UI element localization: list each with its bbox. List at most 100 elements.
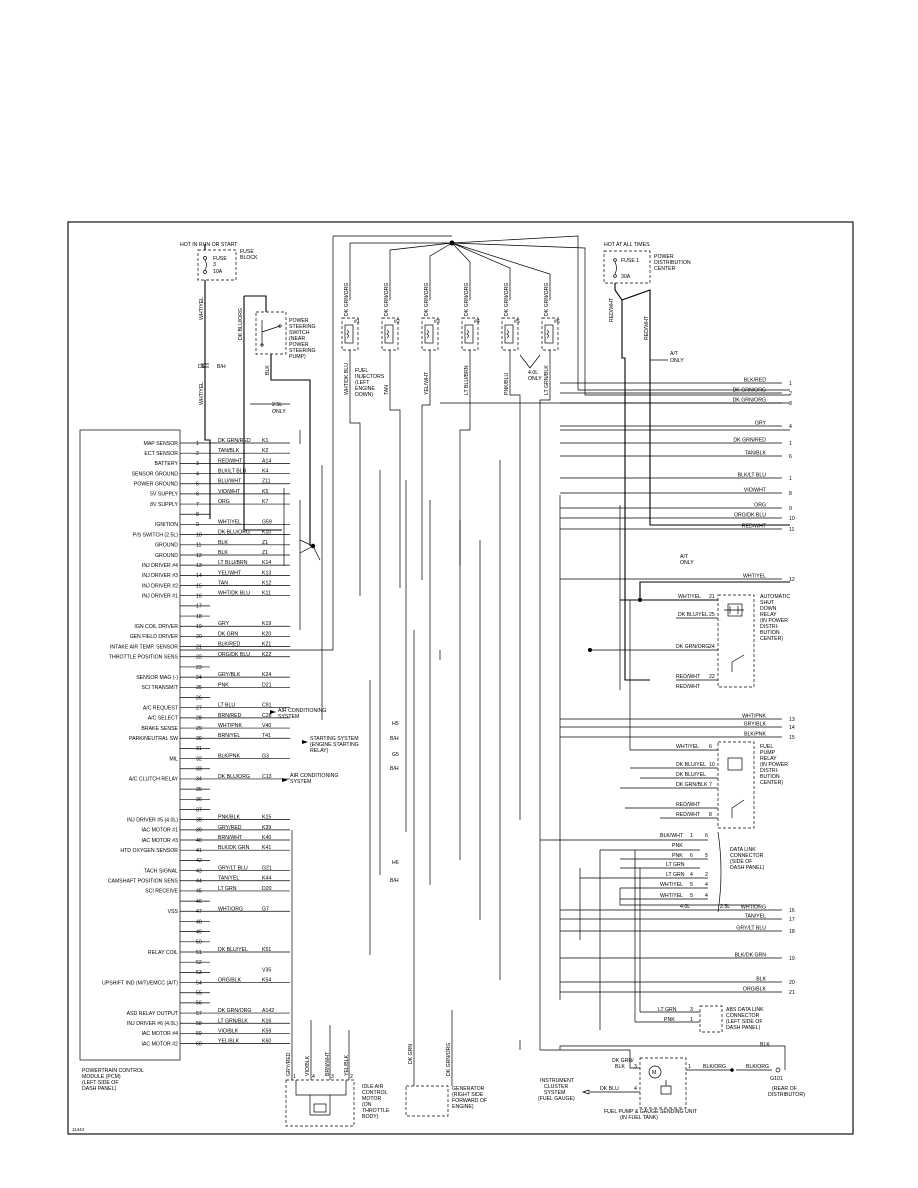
svg-text:RELAY): RELAY) — [310, 748, 329, 754]
svg-text:(IN FUEL TANK): (IN FUEL TANK) — [620, 1115, 658, 1121]
svg-text:SYSTEM: SYSTEM — [290, 779, 311, 785]
pcm-pin-number: 31 — [196, 746, 202, 752]
svg-text:3: 3 — [213, 262, 216, 268]
svg-text:WHT/YEL: WHT/YEL — [660, 893, 683, 899]
pcm-pin-circuit: G3 — [262, 754, 269, 760]
pcm-pin-number: 25 — [196, 685, 202, 691]
pcm-pin-number: 56 — [196, 1001, 202, 1007]
pcm-pin-wire: BLK/PNK — [218, 754, 240, 760]
svg-text:DK BLU/YEL: DK BLU/YEL — [678, 612, 708, 618]
svg-text:FUSE: FUSE — [240, 249, 254, 255]
svg-text:PUMP): PUMP) — [289, 354, 306, 360]
svg-text:4: 4 — [705, 882, 708, 888]
svg-text:8: 8 — [709, 812, 712, 818]
svg-text:DK BLU/YEL: DK BLU/YEL — [676, 772, 706, 778]
pcm-pin-row: 48 — [180, 919, 210, 925]
svg-text:IDLE AIR: IDLE AIR — [362, 1084, 384, 1090]
pcm-pin-number: 11 — [196, 543, 201, 549]
svg-text:DISTRIBUTOR): DISTRIBUTOR) — [768, 1092, 805, 1098]
right-edge-number: 11 — [789, 527, 794, 533]
pcm-pin-circuit: K12 — [262, 581, 271, 587]
pcm-pin-name: INTAKE AIR TEMP. SENSOR — [110, 644, 178, 650]
at-only-top-b: ONLY — [670, 358, 684, 364]
pcm-pin-name: THROTTLE POSITION SENS — [109, 655, 179, 661]
pcm-pin-name: INJ DRIVER #6 (4.0L) — [127, 1021, 178, 1027]
pcm-pin-name: SENSOR GROUND — [132, 471, 179, 477]
svg-text:LT GRN: LT GRN — [666, 862, 685, 868]
svg-text:3: 3 — [690, 1007, 693, 1013]
svg-text:2: 2 — [350, 1074, 353, 1080]
pcm-pin-number: 55 — [196, 991, 202, 997]
pcm-pin-number: 36 — [196, 797, 202, 803]
svg-text:DK BLU/YEL: DK BLU/YEL — [676, 762, 706, 768]
right-edge-number: 1 — [789, 441, 792, 447]
svg-text:ONLY: ONLY — [680, 560, 694, 566]
right-edge-wire: WHT/YEL — [743, 574, 766, 580]
pcm-pin-wire: BRN/RED — [218, 713, 242, 719]
svg-text:DK GRN/BLK: DK GRN/BLK — [676, 782, 708, 788]
svg-text:4: 4 — [634, 1086, 637, 1092]
right-edge-number: 10 — [789, 516, 795, 522]
pcm-pin-number: 2 — [196, 451, 199, 457]
mid-section: H5 G5 B/H B/H H6 B/H AIR CONDITIONING SY… — [270, 708, 399, 884]
svg-text:PNK: PNK — [664, 1017, 675, 1023]
pcm-pin-wire: LT GRN/BLK — [218, 1018, 248, 1024]
svg-text:POWER: POWER — [654, 254, 674, 260]
pcm-pin-number: 43 — [196, 868, 202, 874]
svg-text:M: M — [652, 1070, 656, 1076]
wire-label-whtyel-top: WHT/YEL — [199, 297, 205, 320]
pcm-pin-number: 19 — [196, 624, 202, 630]
splice-h6: H6 — [392, 860, 399, 866]
svg-text:WHT/YEL: WHT/YEL — [660, 882, 683, 888]
svg-text:RED/WHT: RED/WHT — [676, 684, 701, 690]
right-edge-number: 13 — [789, 717, 795, 723]
right-edge-wire: ORG/BLK — [743, 987, 767, 993]
pcm-pin-name: IGN COIL DRIVER — [134, 624, 178, 630]
right-edge-number: 8 — [789, 491, 792, 497]
pcm-pin-number: 58 — [196, 1021, 202, 1027]
l40-only-a: 4.0L — [528, 370, 538, 376]
svg-text:DISTRI-: DISTRI- — [760, 624, 779, 630]
svg-text:(RIGHT SIDE: (RIGHT SIDE — [452, 1092, 484, 1098]
svg-text:FUEL PUMP & GAUGE SENDING UNIT: FUEL PUMP & GAUGE SENDING UNIT — [604, 1109, 698, 1115]
svg-text:CENTER: CENTER — [654, 266, 676, 272]
pcm-pin-number: 54 — [196, 980, 202, 986]
pcm-pin-row: 36 — [180, 797, 210, 803]
right-edge-number: 9 — [789, 506, 792, 512]
pcm-pin-row: 37 — [180, 807, 210, 813]
injector-top-wire: DK GRN/ORG — [424, 283, 430, 316]
right-edge-number: 1 — [789, 381, 792, 387]
pcm-pin-number: 32 — [196, 756, 202, 762]
svg-text:5: 5 — [705, 853, 708, 859]
svg-text:PNK: PNK — [672, 853, 683, 859]
svg-text:RELAY: RELAY — [760, 756, 777, 762]
right-edge-number: 21 — [789, 990, 795, 996]
injector-bottom-wire: LT BLU/BRN — [464, 365, 470, 395]
pcm-pin-wire: GRY/LT BLU — [218, 866, 248, 872]
pcm-pin-wire: BRN/YEL — [218, 733, 240, 739]
pcm-pin-number: 39 — [196, 828, 202, 834]
svg-text:MOTOR: MOTOR — [362, 1096, 381, 1102]
right-edge-number: 19 — [789, 956, 795, 962]
svg-text:1: 1 — [688, 1064, 691, 1070]
pcm-pin-number: 17 — [196, 604, 202, 610]
right-edge-wire: ORG — [754, 503, 766, 509]
pcm-pin-name: CAMSHAFT POSITION SENS — [108, 879, 179, 885]
svg-text:DATA LINK: DATA LINK — [730, 847, 756, 853]
svg-text:LT GRN: LT GRN — [666, 872, 685, 878]
svg-text:DOWN: DOWN — [760, 606, 777, 612]
right-edge-wire: BLK/RED — [744, 378, 766, 384]
pcm-pin-name: PARK/NEUTRAL SW — [129, 736, 178, 742]
pcm-pin-circuit: V40 — [262, 723, 271, 729]
pcm-pin-number: 42 — [196, 858, 202, 864]
pcm-pin-name: MAP SENSOR — [144, 441, 179, 447]
